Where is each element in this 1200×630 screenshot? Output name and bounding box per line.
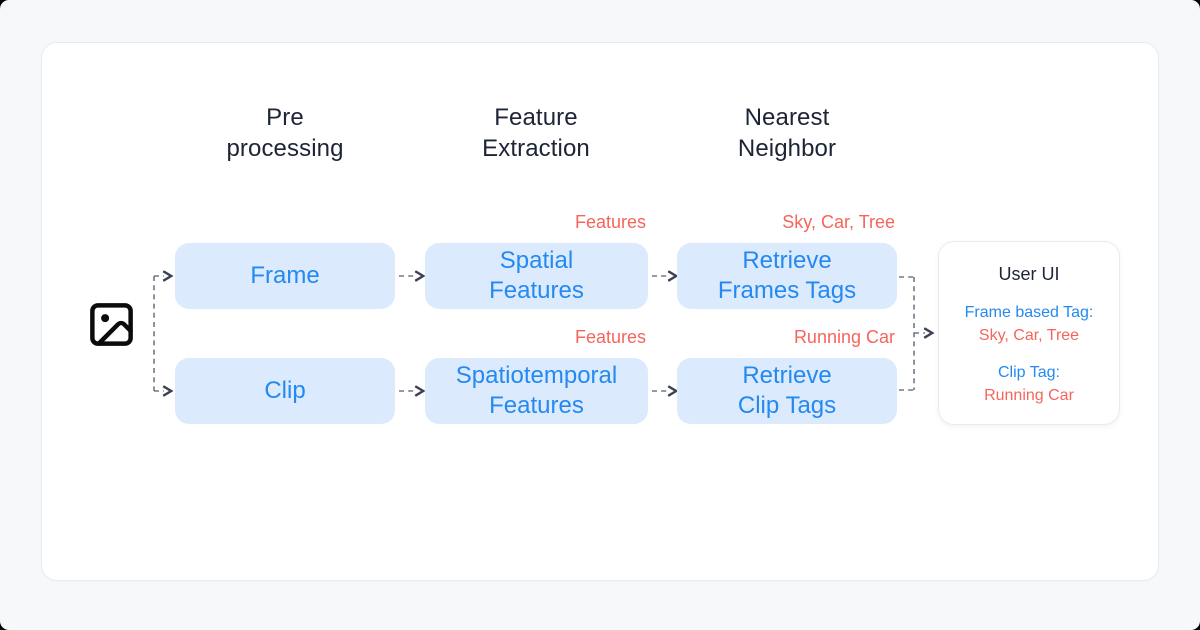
clip-tag-value: Running Car: [984, 387, 1074, 404]
box-label-line: Features: [489, 392, 584, 419]
column-header-nearest-neighbor: Nearest Neighbor: [687, 102, 887, 164]
box-label-line: Clip: [264, 377, 306, 404]
column-header-line: Nearest: [744, 104, 830, 131]
box-label-line: Spatiotemporal: [455, 362, 618, 389]
column-header-line: Feature: [494, 104, 578, 131]
column-header-line: Pre: [266, 104, 304, 131]
frame-tag-label: Frame based Tag:: [964, 304, 1094, 321]
column-header-line: processing: [226, 135, 344, 162]
user-ui-panel: User UI Frame based Tag: Sky, Car, Tree …: [938, 241, 1120, 425]
clip-tag-label: Clip Tag:: [998, 364, 1060, 381]
annotation-features-frame: Features: [574, 212, 646, 232]
retrieve-clip-tags-box: Retrieve Clip Tags: [677, 358, 897, 424]
image-icon: [86, 299, 137, 350]
column-header-line: Extraction: [482, 135, 590, 162]
clip-tag-group: Clip Tag: Running Car: [984, 361, 1074, 407]
retrieve-frames-tags-box: Retrieve Frames Tags: [677, 243, 897, 309]
frame-tag-group: Frame based Tag: Sky, Car, Tree: [965, 301, 1094, 347]
box-label-line: Features: [489, 277, 584, 304]
spatiotemporal-features-box: Spatiotemporal Features: [425, 358, 648, 424]
box-label-line: Retrieve: [742, 247, 832, 274]
box-label-line: Clip Tags: [737, 392, 837, 419]
box-label-line: Spatial: [499, 247, 574, 274]
spatial-features-box: Spatial Features: [425, 243, 648, 309]
annotation-running-car: Running Car: [793, 327, 895, 347]
box-label-line: Frame: [250, 262, 320, 289]
user-ui-title: User UI: [998, 264, 1060, 284]
box-label-line: Retrieve: [742, 362, 832, 389]
frame-tag-value: Sky, Car, Tree: [978, 327, 1080, 344]
annotation-features-clip: Features: [574, 327, 646, 347]
column-header-feature-extraction: Feature Extraction: [436, 102, 636, 164]
column-header-preprocessing: Pre processing: [185, 102, 385, 164]
box-label-line: Frames Tags: [717, 277, 857, 304]
column-header-line: Neighbor: [737, 135, 837, 162]
annotation-sky-car-tree: Sky, Car, Tree: [782, 212, 895, 232]
clip-box: Clip: [175, 358, 395, 424]
frame-box: Frame: [175, 243, 395, 309]
